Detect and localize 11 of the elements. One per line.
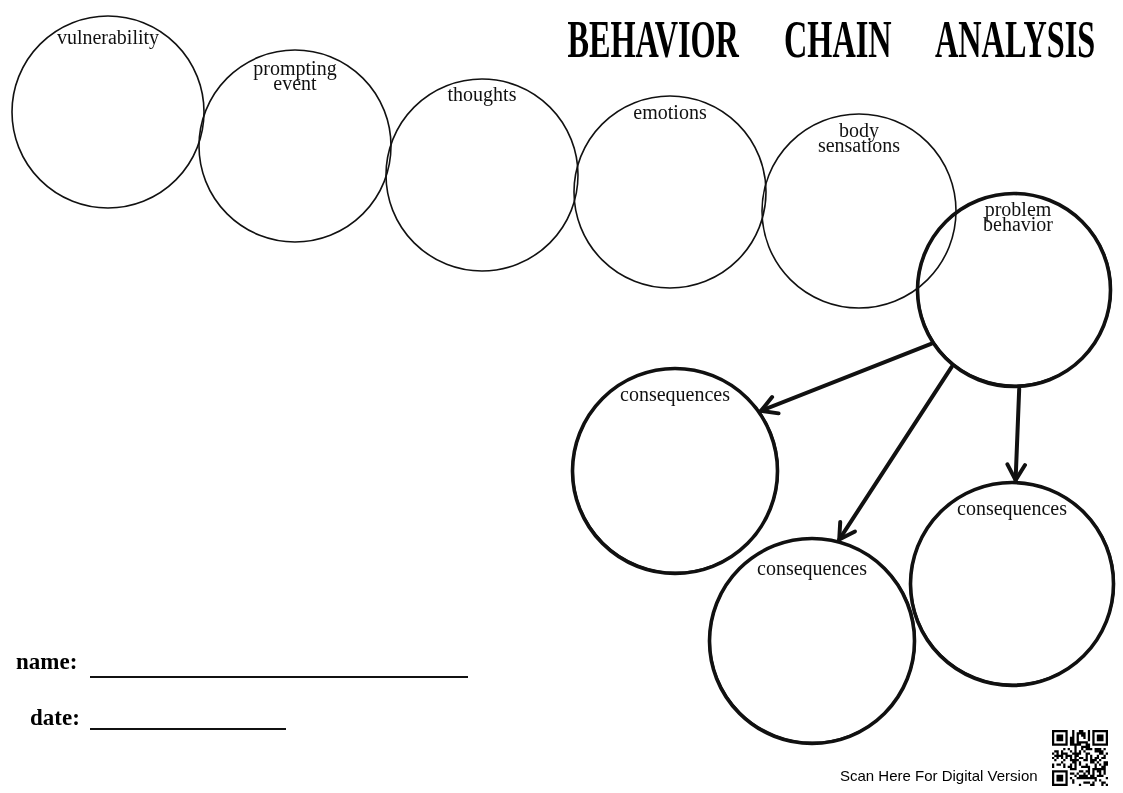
arrow	[759, 341, 933, 416]
prompt-label: body sensations	[816, 123, 902, 153]
arrow	[837, 364, 954, 542]
field-label: name:	[16, 650, 78, 674]
field-label: date:	[30, 706, 80, 730]
scan-note: Scan Here For Digital Version	[840, 767, 1038, 784]
worksheet-title: BEHAVIOR CHAIN ANALYSIS	[567, 18, 1095, 62]
arrow	[1005, 386, 1027, 483]
prompt-label: prompting event	[252, 61, 338, 91]
prompt-label: emotions	[633, 105, 707, 120]
prompt-label: problem behavior	[982, 202, 1054, 232]
